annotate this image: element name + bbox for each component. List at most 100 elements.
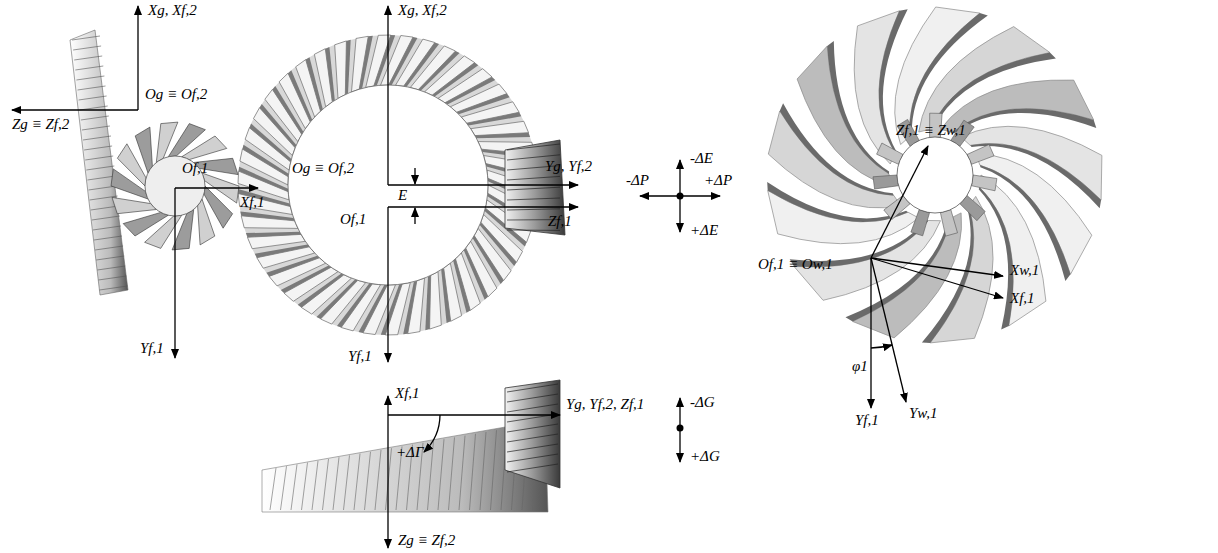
- axis-label: Of,1 ≡ Ow,1: [758, 256, 833, 273]
- pinion-tooth: [507, 144, 560, 150]
- hub-tooth: [911, 210, 930, 236]
- pinion-tooth: [507, 444, 558, 452]
- pinion-tooth: [198, 199, 215, 245]
- gear-tooth: [95, 246, 123, 250]
- pinion-tooth: [507, 209, 560, 210]
- axis-label: -ΔG: [690, 394, 715, 411]
- gear-tooth: [449, 437, 455, 510]
- axis-label: Xf,1: [395, 385, 420, 402]
- gear-tooth: [81, 116, 109, 120]
- gear-tooth: [74, 56, 102, 60]
- gear-tooth: [491, 430, 497, 510]
- pinion-tooth: [507, 404, 558, 412]
- gear-tooth-side: [441, 268, 451, 323]
- gear-tooth-side: [325, 47, 335, 102]
- pinion-tooth: [507, 394, 558, 402]
- gear-tooth: [85, 156, 113, 160]
- pinion-tooth: [182, 136, 227, 160]
- gear-tooth: [75, 66, 103, 70]
- gear-tooth: [84, 146, 112, 150]
- axis-label: -ΔP: [626, 172, 649, 189]
- gear-tooth: [82, 126, 110, 130]
- gear-tooth: [438, 439, 444, 510]
- axis-label: +ΔΓ: [396, 444, 423, 461]
- pinion: [505, 380, 560, 488]
- gear-tooth: [73, 46, 101, 50]
- gear-tooth-side: [345, 40, 350, 95]
- axis-label: -ΔE: [690, 150, 713, 167]
- gear-tooth: [94, 236, 122, 240]
- gear-tooth: [291, 464, 297, 510]
- axis-label: Yf,1: [348, 348, 372, 365]
- gear-tooth: [100, 286, 128, 290]
- gear-tooth: [459, 436, 465, 510]
- pinion-tooth: [507, 434, 558, 442]
- gear-tooth: [87, 176, 115, 180]
- pinion-bore: [897, 137, 973, 213]
- gear-tooth: [323, 459, 329, 510]
- gear-tooth: [91, 206, 119, 210]
- axis-label: Zf,1 ≡ Zw,1: [896, 122, 966, 139]
- axis-label: Yw,1: [909, 405, 937, 422]
- axis-label: Of,1: [340, 211, 366, 228]
- axis-label: Xg, Xf,2: [398, 2, 447, 19]
- gear-tooth: [92, 216, 120, 220]
- axis-label: φ1: [852, 358, 868, 375]
- axis-label: Xw,1: [1010, 262, 1039, 279]
- axis-label: Yf,1: [855, 412, 879, 429]
- gear-tooth: [470, 434, 476, 510]
- axis-label: Xf,1: [240, 194, 265, 211]
- pinion-tooth: [507, 384, 558, 392]
- hub-tooth: [940, 210, 957, 237]
- gear-tooth: [480, 432, 486, 510]
- gear-edge: [70, 30, 128, 295]
- hub-tooth: [877, 143, 903, 164]
- gear-tooth: [76, 76, 104, 80]
- pinion-tooth: [135, 127, 152, 173]
- gear-tooth: [281, 466, 287, 510]
- axis-label: Of,1: [182, 160, 208, 177]
- gear-tooth: [83, 136, 111, 140]
- gear-tooth: [79, 96, 107, 100]
- axis-label: +ΔP: [704, 172, 732, 189]
- axis-label: Og ≡ Of,2: [292, 160, 354, 177]
- gear-tooth: [302, 463, 308, 510]
- axis-label: Zg ≡ Zf,2: [12, 116, 69, 133]
- gear-tooth: [96, 256, 124, 260]
- gear-tooth: [430, 272, 442, 330]
- gear-tooth: [312, 461, 318, 510]
- gear-tooth: [335, 41, 347, 99]
- axis-label: Xg, Xf,2: [148, 2, 197, 19]
- hub-tooth: [972, 175, 997, 191]
- axis-label: Yg, Yf,2, Zf,1: [566, 396, 644, 413]
- gear-tooth-side: [425, 275, 430, 330]
- axis-label: Yf,1: [140, 340, 164, 357]
- gear-tooth: [78, 86, 106, 90]
- axis-label: Xf,1: [1010, 290, 1035, 307]
- hub-tooth: [967, 145, 994, 165]
- gear-tooth: [428, 441, 434, 510]
- pinion-tooth: [507, 198, 560, 200]
- axis-label: Og ≡ Of,2: [145, 86, 207, 103]
- axis-label: Zg ≡ Zf,2: [398, 532, 455, 549]
- pinion-tooth: [507, 454, 558, 462]
- axis-label: +ΔE: [690, 222, 718, 239]
- gear-tooth: [98, 276, 126, 280]
- pinion-tooth: [507, 464, 558, 472]
- gear-tooth: [344, 455, 350, 510]
- pinion-tooth: [507, 176, 560, 180]
- gear-tooth: [97, 266, 125, 270]
- gear-tooth-side: [246, 232, 301, 238]
- gear-tooth-side: [475, 133, 530, 139]
- gear-tooth: [72, 36, 100, 40]
- gear-tooth: [270, 468, 276, 510]
- gear-tooth: [365, 452, 371, 510]
- gear-tooth: [93, 226, 121, 230]
- gear-tooth: [333, 457, 339, 510]
- axis-label: Yg, Yf,2: [545, 158, 592, 175]
- axis-label: E: [398, 187, 407, 204]
- pinion-tooth: [123, 212, 168, 236]
- gear-tooth: [354, 454, 360, 510]
- hub-tooth: [873, 175, 899, 189]
- pinion-tooth: [507, 187, 560, 190]
